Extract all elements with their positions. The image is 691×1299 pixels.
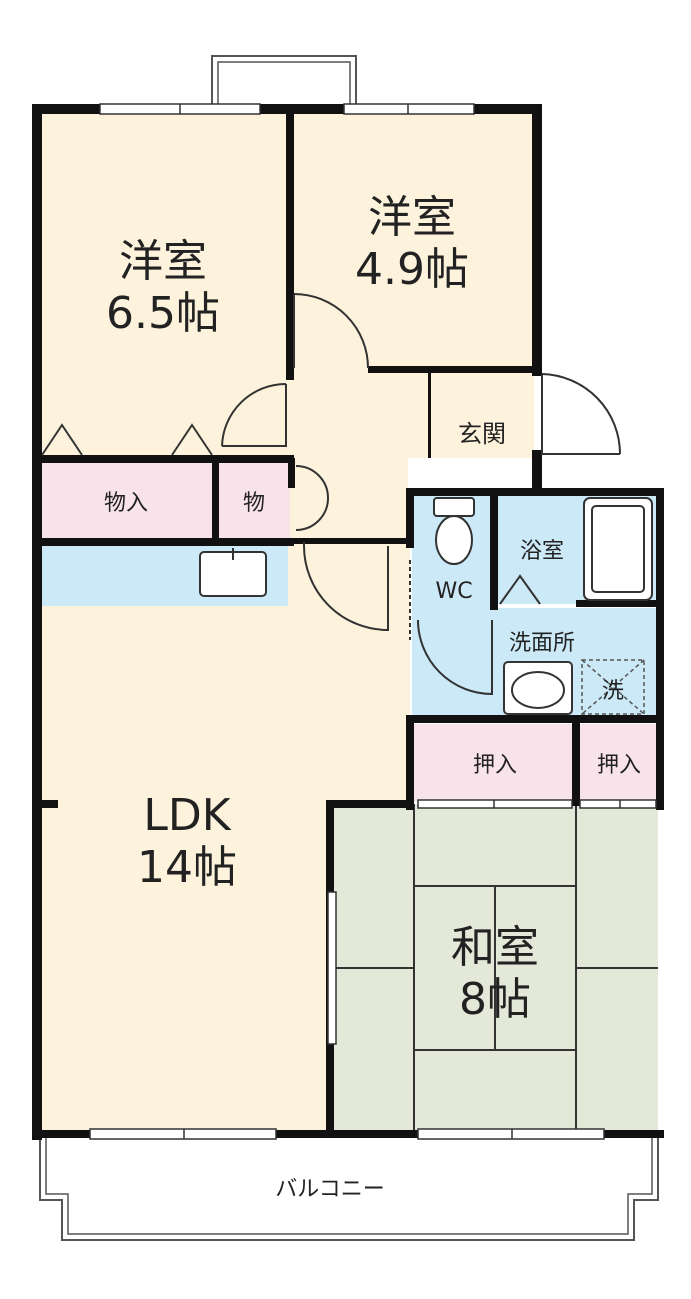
- storage-a-label: 物入: [104, 491, 148, 516]
- top-balcony-inner: [217, 61, 351, 104]
- entrance-label: 玄関: [458, 420, 506, 448]
- washer-space-icon: [581, 659, 645, 715]
- storage-b-label: 物: [243, 491, 265, 516]
- balcony-outline: [39, 1132, 659, 1241]
- closet-a-label: 押入: [473, 753, 517, 778]
- top-balcony-outline: [211, 55, 357, 104]
- wc-label: WC: [435, 579, 472, 604]
- ldk-name: LDK: [143, 790, 231, 841]
- bath-label: 浴室: [520, 539, 564, 564]
- kitchen-sink-icon: [199, 548, 267, 597]
- closet-b-floor: [580, 724, 658, 802]
- western-room-a-size: 6.5帖: [106, 288, 220, 339]
- western-room-b-name: 洋室: [368, 192, 456, 243]
- ldk-size: 14帖: [137, 842, 237, 893]
- washer-label: 洗: [602, 679, 624, 704]
- ldk-upper-right-floor: [290, 542, 410, 804]
- western-room-b-size: 4.9帖: [355, 244, 469, 295]
- western-room-a-floor: [40, 112, 290, 458]
- closet-markers: [41, 423, 541, 605]
- bathtub-icon: [583, 497, 653, 601]
- western-room-b-floor: [290, 112, 534, 368]
- japanese-room-name: 和室: [451, 922, 539, 973]
- tatami-lines: [330, 804, 658, 1132]
- storage-a-floor: [40, 462, 212, 540]
- balcony-label: バルコニー: [275, 1177, 385, 1202]
- hallway-lower-floor: [290, 458, 408, 542]
- closet-a-floor: [412, 724, 578, 802]
- washroom-label: 洗面所: [509, 631, 575, 656]
- japanese-room-size: 8帖: [459, 974, 531, 1025]
- storage-b-floor: [218, 462, 290, 540]
- window-mullions: [179, 104, 621, 1139]
- hallway-floor: [290, 368, 534, 458]
- toilet-icon: [433, 497, 475, 565]
- doors: [221, 293, 621, 696]
- balcony-inner-outline: [45, 1132, 653, 1235]
- closet-b-label: 押入: [597, 753, 641, 778]
- sink-icon: [503, 661, 573, 715]
- western-room-a-name: 洋室: [119, 236, 207, 287]
